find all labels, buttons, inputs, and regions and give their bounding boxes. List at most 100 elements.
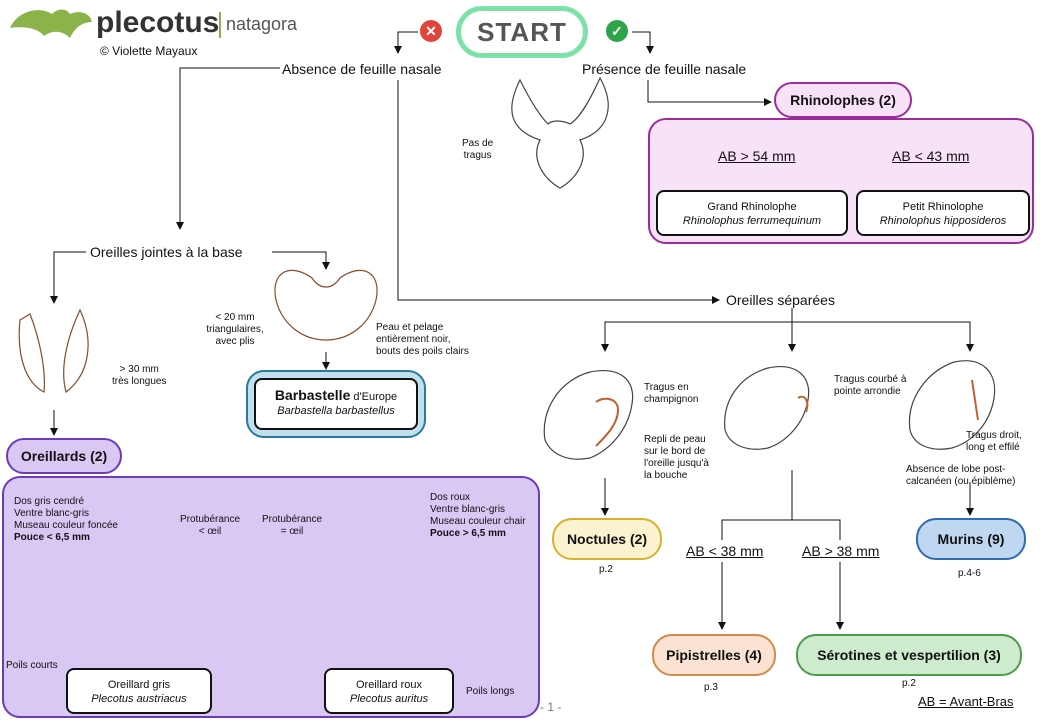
no-icon: ✕ <box>420 20 442 42</box>
species-latin: Barbastella barbastellus <box>277 405 395 417</box>
species-latin: Plecotus austriacus <box>91 693 187 705</box>
rhinolophes-group[interactable]: Rhinolophes (2) <box>774 82 912 118</box>
species-common: Grand Rhinolophe <box>707 201 797 213</box>
protuberance-right-note: Protubérance = œil <box>262 514 322 538</box>
oreillard-ear-note: > 30 mm très longues <box>112 364 166 388</box>
barbastelle-ear-note: < 20 mm triangulaires, avec plis <box>200 312 270 348</box>
note-line: > 30 mm <box>119 364 159 375</box>
no-lobe-note: Absence de lobe post- calcanéen (ou épib… <box>906 464 1016 488</box>
note-line: sur le bord de <box>644 446 706 457</box>
oreillards-group[interactable]: Oreillards (2) <box>6 438 122 474</box>
murins-label: Murins (9) <box>937 531 1005 547</box>
petit-rhinolophe-card[interactable]: Petit Rhinolophe Rhinolophus hipposidero… <box>856 190 1030 236</box>
page-number: - 1 - <box>540 700 562 714</box>
note-line: Protubérance <box>180 514 241 525</box>
barbastelle-fur-note: Peau et pelage entièrement noir, bouts d… <box>376 322 469 358</box>
species-common: Barbastelle d'Europe <box>274 387 398 403</box>
note-line: Tragus droit, <box>966 430 1022 441</box>
note-line: avec plis <box>215 336 255 347</box>
branch-noseleaf: Présence de feuille nasale <box>582 61 747 77</box>
oreillards-label: Oreillards (2) <box>20 448 108 464</box>
note-line: la bouche <box>644 470 688 481</box>
tragus-mushroom-note: Tragus en champignon <box>644 382 698 406</box>
note-line: Tragus courbé à <box>834 374 907 385</box>
desc-line: Dos roux <box>430 492 471 503</box>
cond-text: AB > 38 mm <box>802 543 880 559</box>
note-line: < œil <box>198 526 222 537</box>
serotines-label: Sérotines et vespertilion (3) <box>817 647 1001 663</box>
murins-group[interactable]: Murins (9) <box>916 518 1026 560</box>
legend-ab: AB = Avant-Bras <box>918 694 1014 709</box>
tragus-straight-note: Tragus droit, long et effilé <box>966 430 1022 454</box>
cond-text: AB < 38 mm <box>686 543 764 559</box>
thumb-size: Pouce > 6,5 mm <box>430 528 506 539</box>
note-line: triangulaires, <box>206 324 264 335</box>
note-line: Tragus en <box>644 382 689 393</box>
protuberance-left-note: Protubérance < œil <box>180 514 240 538</box>
note-line: bouts des poils clairs <box>376 346 469 357</box>
logo-bat-icon <box>10 9 92 38</box>
species-latin: Plecotus auritus <box>349 693 429 705</box>
desc-line: Museau couleur chair <box>430 516 526 527</box>
branch-ears-separated: Oreilles séparées <box>726 292 835 308</box>
species-latin: Rhinolophus hipposideros <box>879 215 1007 227</box>
note-line: calcanéen (ou épiblème) <box>906 476 1016 487</box>
note-line: < 20 mm <box>215 312 255 323</box>
note-line: = œil <box>280 526 304 537</box>
desc-line: Ventre blanc-gris <box>14 508 90 519</box>
grand-rhinolophe-card[interactable]: Grand Rhinolophe Rhinolophus ferrumequin… <box>656 190 848 236</box>
desc-line: Dos gris cendré <box>14 496 85 507</box>
copyright: © Violette Mayaux <box>100 44 198 58</box>
cond-text: AB < 43 mm <box>892 148 970 164</box>
pipistrelles-page: p.3 <box>704 682 718 693</box>
murins-page: p.4-6 <box>958 568 981 579</box>
note-line: Protubérance <box>262 514 323 525</box>
branch-ears-joined: Oreilles jointes à la base <box>90 244 243 260</box>
note-line: tragus <box>463 150 492 161</box>
oreillard-gris-card[interactable]: Oreillard gris Plecotus austriacus <box>66 668 212 714</box>
branch-no-noseleaf: Absence de feuille nasale <box>282 61 442 77</box>
noctules-group[interactable]: Noctules (2) <box>552 518 662 560</box>
brand-divider <box>219 12 221 38</box>
skin-fold-note: Repli de peau sur le bord de l'oreille j… <box>644 434 709 482</box>
brand-name: plecotus <box>96 6 220 39</box>
rhino-no-tragus-note: Pas de tragus <box>462 138 493 162</box>
thumb-size: Pouce < 6,5 mm <box>14 532 90 543</box>
pipistrelles-label: Pipistrelles (4) <box>666 647 762 663</box>
serotines-page: p.2 <box>902 678 916 689</box>
cond-text: AB > 54 mm <box>718 148 796 164</box>
note-line: Peau et pelage <box>376 322 444 333</box>
serotines-group[interactable]: Sérotines et vespertilion (3) <box>796 634 1022 676</box>
tragus-curved-note: Tragus courbé à pointe arrondie <box>834 374 906 398</box>
species-common: Petit Rhinolophe <box>902 201 984 213</box>
oreillard-roux-card[interactable]: Oreillard roux Plecotus auritus <box>324 668 454 714</box>
barbastelle-card[interactable]: Barbastelle d'Europe Barbastella barbast… <box>254 378 418 430</box>
rhino-cond-large: AB > 54 mm <box>718 149 795 164</box>
yes-icon: ✓ <box>606 20 628 42</box>
species-common: Oreillard gris <box>107 679 171 691</box>
note-line: Pas de <box>462 138 494 149</box>
note-line: Repli de peau <box>644 434 706 445</box>
rhino-cond-small: AB < 43 mm <box>892 149 969 164</box>
note-line: très longues <box>112 376 167 387</box>
oreillard-roux-desc: Dos roux Ventre blanc-gris Museau couleu… <box>430 492 526 540</box>
noctules-page: p.2 <box>599 564 613 575</box>
species-latin: Rhinolophus ferrumequinum <box>682 215 822 227</box>
noctules-label: Noctules (2) <box>566 531 648 547</box>
start-button[interactable]: START <box>456 6 588 58</box>
brand-sub: natagora <box>226 14 298 34</box>
note-line: champignon <box>644 394 699 405</box>
desc-line: Ventre blanc-gris <box>430 504 506 515</box>
short-hair-note: Poils courts <box>6 660 58 671</box>
vesper-cond-small: AB < 38 mm <box>686 543 764 559</box>
note-line: long et effilé <box>966 442 1020 453</box>
pipistrelles-group[interactable]: Pipistrelles (4) <box>652 634 776 676</box>
start-label: START <box>477 17 567 47</box>
note-line: entièrement noir, <box>376 334 451 345</box>
note-line: l'oreille jusqu'à <box>644 458 709 469</box>
long-hair-note: Poils longs <box>466 686 515 697</box>
note-line: pointe arrondie <box>834 386 901 397</box>
desc-line: Museau couleur foncée <box>14 520 118 531</box>
note-line: Absence de lobe post- <box>906 464 1006 475</box>
species-common: Oreillard roux <box>355 679 423 691</box>
